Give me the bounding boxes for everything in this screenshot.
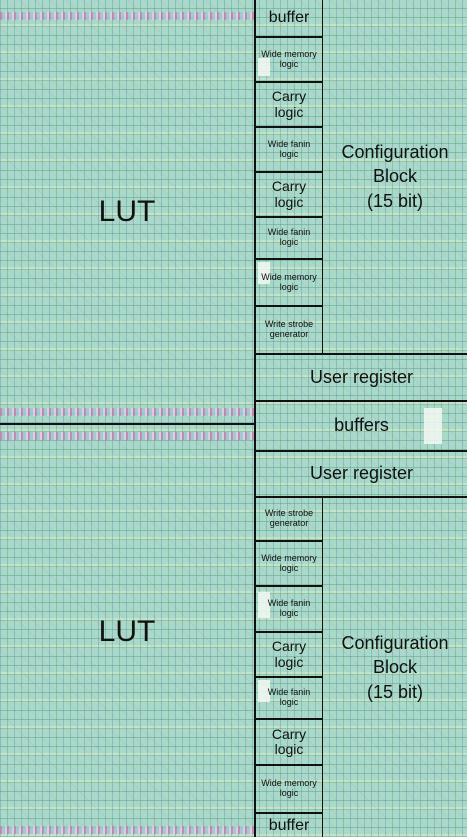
write-strobe-generator-block: Write strobe generator xyxy=(255,497,323,541)
routing-stripe xyxy=(0,826,254,834)
layout-patch xyxy=(258,262,270,284)
layout-patch xyxy=(258,58,270,76)
wide-fanin-logic-block: Wide fanin logic xyxy=(255,127,323,172)
write-strobe-generator-label: Write strobe generator xyxy=(264,508,314,528)
wide-fanin-logic-block: Wide fanin logic xyxy=(255,677,323,719)
wide-memory-logic-label: Wide memory logic xyxy=(261,552,317,573)
write-strobe-generator-block: Write strobe generator xyxy=(255,306,323,354)
configuration-block-bottom-label: Configuration Block (15 bit) xyxy=(341,631,448,704)
buffer-block-top: buffer xyxy=(255,0,323,37)
carry-logic-label: Carry logic xyxy=(271,88,307,120)
configuration-bit-count: (15 bit) xyxy=(366,190,423,211)
configuration-block-word: Block xyxy=(372,657,417,678)
lut-bottom-label: LUT xyxy=(98,614,156,648)
layout-patch xyxy=(424,408,442,444)
buffers-block: buffers xyxy=(255,401,467,451)
lut-top-label: LUT xyxy=(98,195,156,228)
wide-fanin-logic-label: Wide fanin logic xyxy=(267,138,311,159)
wide-memory-logic-block: Wide memory logic xyxy=(255,541,323,586)
user-register-top-label: User register xyxy=(309,366,414,387)
configuration-title: Configuration xyxy=(341,633,449,654)
wide-memory-logic-block: Wide memory logic xyxy=(255,765,323,813)
configuration-bit-count: (15 bit) xyxy=(366,681,423,702)
buffer-block-bottom: buffer xyxy=(255,813,323,837)
lut-block-top: LUT xyxy=(0,0,255,424)
wide-fanin-logic-block: Wide fanin logic xyxy=(255,586,323,632)
routing-stripe xyxy=(0,408,254,416)
buffer-top-label: buffer xyxy=(268,9,310,27)
carry-logic-block: Carry logic xyxy=(255,719,323,765)
carry-logic-label: Carry logic xyxy=(271,725,307,757)
wide-fanin-logic-block: Wide fanin logic xyxy=(255,217,323,259)
user-register-block-top: User register xyxy=(255,354,467,401)
write-strobe-generator-label: Write strobe generator xyxy=(264,319,314,339)
wide-memory-logic-label: Wide memory logic xyxy=(261,271,317,292)
routing-stripe xyxy=(0,432,254,440)
layout-patch xyxy=(258,680,270,702)
user-register-bottom-label: User register xyxy=(309,463,414,484)
wide-fanin-logic-label: Wide fanin logic xyxy=(267,598,311,618)
wide-memory-logic-label: Wide memory logic xyxy=(261,778,317,798)
carry-logic-block: Carry logic xyxy=(255,82,323,127)
configuration-block-top: Configuration Block (15 bit) xyxy=(323,0,467,354)
carry-logic-label: Carry logic xyxy=(271,178,307,210)
wide-fanin-logic-label: Wide fanin logic xyxy=(267,227,311,247)
wide-fanin-logic-label: Wide fanin logic xyxy=(267,687,311,707)
configuration-title: Configuration xyxy=(341,142,449,163)
configuration-block-bottom: Configuration Block (15 bit) xyxy=(323,497,467,837)
wide-memory-logic-block: Wide memory logic xyxy=(255,259,323,306)
carry-logic-block: Carry logic xyxy=(255,632,323,677)
buffers-label: buffers xyxy=(334,415,389,436)
user-register-block-bottom: User register xyxy=(255,451,467,497)
buffer-bottom-label: buffer xyxy=(268,816,310,834)
configuration-block-word: Block xyxy=(372,166,417,187)
routing-stripe xyxy=(0,12,254,20)
wide-memory-logic-label: Wide memory logic xyxy=(261,48,317,69)
carry-logic-block: Carry logic xyxy=(255,172,323,217)
lut-block-bottom: LUT xyxy=(0,424,255,837)
configuration-block-top-label: Configuration Block (15 bit) xyxy=(341,140,448,213)
wide-memory-logic-block: Wide memory logic xyxy=(255,37,323,82)
carry-logic-label: Carry logic xyxy=(271,638,307,670)
layout-patch xyxy=(258,592,270,618)
